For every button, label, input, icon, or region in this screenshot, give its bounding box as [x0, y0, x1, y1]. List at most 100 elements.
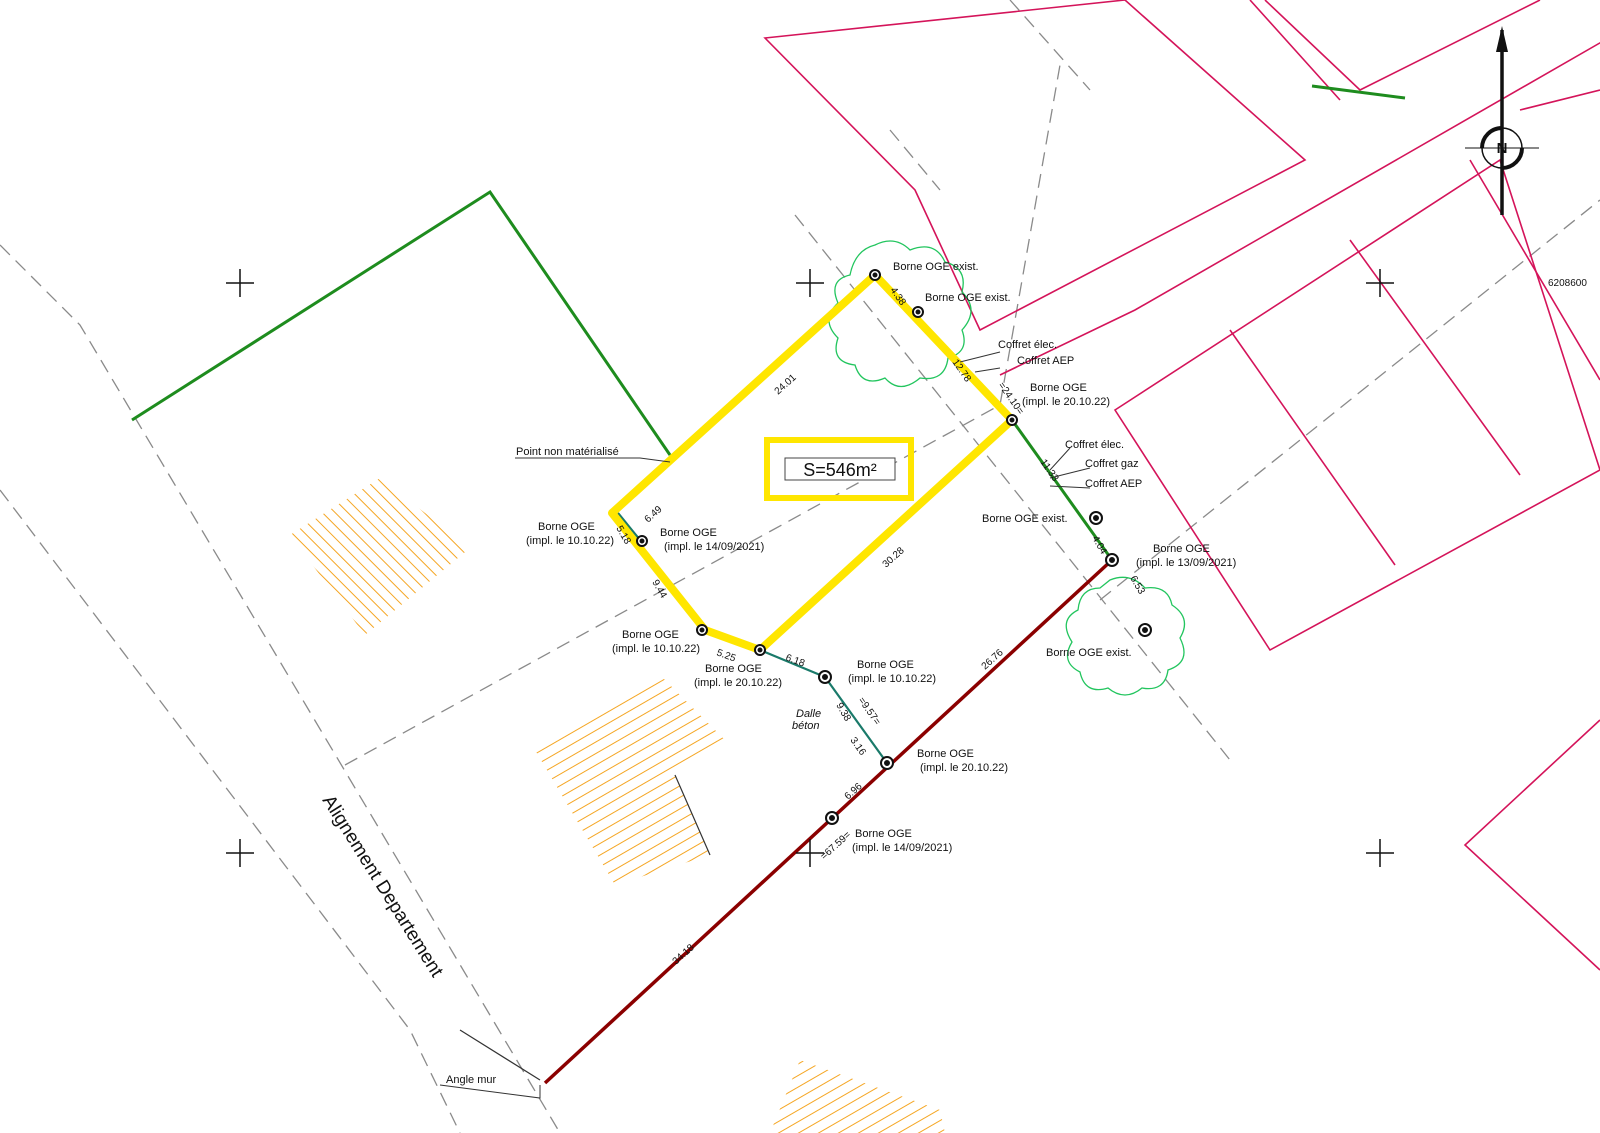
marker-label: Borne OGE exist.	[1046, 647, 1132, 659]
marker-label: (impl. le 13/09/2021)	[1136, 557, 1236, 569]
marker-label: Borne OGE	[1153, 543, 1210, 555]
dashed-diagonal-5	[889, 129, 941, 191]
marker-label: (impl. le 10.10.22)	[848, 673, 936, 685]
hatched-areas	[290, 478, 945, 1133]
grid-cross-icon	[1366, 269, 1394, 297]
dimension-label: 3.16	[848, 735, 868, 758]
utility-label: Coffret élec.	[998, 339, 1057, 351]
parcel-south-east	[1463, 719, 1600, 971]
neighbor-parcels	[763, 0, 1600, 971]
dashed-diagonal-2	[794, 214, 1231, 761]
survey-marker-icon	[696, 624, 708, 636]
dalle-label-1: Dalle	[796, 708, 821, 720]
green-boundaries	[131, 84, 1406, 561]
dimension-label: =9.57=	[856, 695, 883, 727]
angle-mur-label: Angle mur	[446, 1074, 496, 1086]
green-boundary-north	[1311, 84, 1406, 100]
marker-label: Borne OGE	[705, 663, 762, 675]
area-box: S=546m²	[764, 437, 914, 501]
dimension-label: 24.01	[773, 372, 799, 397]
dashed-diagonal-4	[1099, 199, 1600, 601]
marker-label: (impl. le 20.10.22)	[694, 677, 782, 689]
area-label: S=546m²	[803, 460, 877, 480]
teal-boundary-2	[617, 512, 641, 541]
subject-parcel-outline	[608, 271, 1016, 654]
survey-marker-icon	[1006, 414, 1018, 426]
marker-labels: Borne OGE exist. Borne OGE exist. Borne …	[526, 261, 1236, 854]
dimension-label: 30.28	[881, 545, 907, 570]
utility-label: Coffret AEP	[1085, 478, 1142, 490]
marker-label: Borne OGE	[917, 748, 974, 760]
marker-label: (impl. le 14/09/2021)	[664, 541, 764, 553]
grid-coordinate-label: 6208600	[1548, 278, 1587, 289]
parcel-divider-3	[1469, 159, 1600, 381]
survey-marker-icon	[1138, 623, 1152, 637]
road-edge-1	[0, 244, 561, 1133]
marker-label: Borne OGE	[857, 659, 914, 671]
utility-label: Coffret AEP	[1017, 355, 1074, 367]
dashed-diagonal-3	[1009, 0, 1091, 91]
trees	[828, 240, 1186, 696]
dimension-label: 9.38	[833, 701, 852, 724]
survey-marker-icon	[912, 306, 924, 318]
road-edge-2	[0, 489, 461, 1133]
north-label: N	[1497, 140, 1508, 157]
parcel-divider-4	[1519, 89, 1600, 111]
survey-marker-icon	[636, 535, 648, 547]
marker-label: Borne OGE	[538, 521, 595, 533]
tree-icon	[828, 240, 972, 388]
parcel-divider-2	[1349, 239, 1521, 476]
hatch-area-3	[770, 1060, 945, 1133]
dimension-label: =67.59=	[819, 829, 854, 862]
dimension-label: 6.18	[784, 652, 806, 669]
grid-cross-icon	[796, 839, 824, 867]
marker-label: Borne OGE exist.	[925, 292, 1011, 304]
utility-label: Coffret élec.	[1065, 439, 1124, 451]
dalle-label-2: béton	[792, 720, 820, 732]
survey-marker-icon	[818, 670, 832, 684]
hatch-area-1	[290, 478, 470, 635]
survey-marker-icon	[1089, 511, 1103, 525]
marker-label: (impl. le 10.10.22)	[612, 643, 700, 655]
marker-label: Borne OGE	[1030, 382, 1087, 394]
north-arrow-icon: N	[1465, 26, 1539, 215]
survey-marker-icon	[880, 756, 894, 770]
marker-label: Borne OGE exist.	[893, 261, 979, 273]
survey-markers	[636, 269, 1152, 825]
grid-cross-icon	[796, 269, 824, 297]
grid-cross-icon	[226, 269, 254, 297]
dashed-diagonal-1	[344, 64, 1061, 766]
parcel-north-b	[1264, 0, 1541, 91]
dimension-label: 6.53	[1127, 574, 1146, 597]
point-non-materialise-label: Point non matérialisé	[516, 446, 619, 458]
utility-labels: Coffret élec. Coffret AEP Coffret élec. …	[998, 339, 1142, 490]
marker-label: (impl. le 10.10.22)	[526, 535, 614, 547]
parcel-edge-1	[999, 41, 1600, 376]
grid-crosses	[226, 269, 1394, 867]
survey-marker-icon	[825, 811, 839, 825]
hatch-area-2	[535, 675, 725, 885]
parcel-divider-1	[1229, 329, 1396, 566]
marker-label: (impl. le 14/09/2021)	[852, 842, 952, 854]
marker-label: Borne OGE	[622, 629, 679, 641]
marker-label: Borne OGE exist.	[982, 513, 1068, 525]
grid-cross-icon	[1366, 839, 1394, 867]
leader-lines	[439, 351, 1091, 1099]
grid-cross-icon	[226, 839, 254, 867]
survey-marker-icon	[754, 644, 766, 656]
road-alignment-label: Alignement Departement	[318, 792, 448, 982]
utility-label: Coffret gaz	[1085, 458, 1139, 470]
green-boundary-east	[1010, 419, 1114, 561]
marker-label: (impl. le 20.10.22)	[1022, 396, 1110, 408]
green-boundary-west	[131, 189, 672, 456]
marker-label: Borne OGE	[660, 527, 717, 539]
survey-marker-icon	[1105, 553, 1119, 567]
marker-label: Borne OGE	[855, 828, 912, 840]
tree-icon	[1065, 576, 1186, 696]
parcel-east-a	[1113, 158, 1600, 652]
building-lines	[459, 774, 711, 1081]
parcel-north-a	[763, 0, 1307, 332]
marker-label: (impl. le 20.10.22)	[920, 762, 1008, 774]
